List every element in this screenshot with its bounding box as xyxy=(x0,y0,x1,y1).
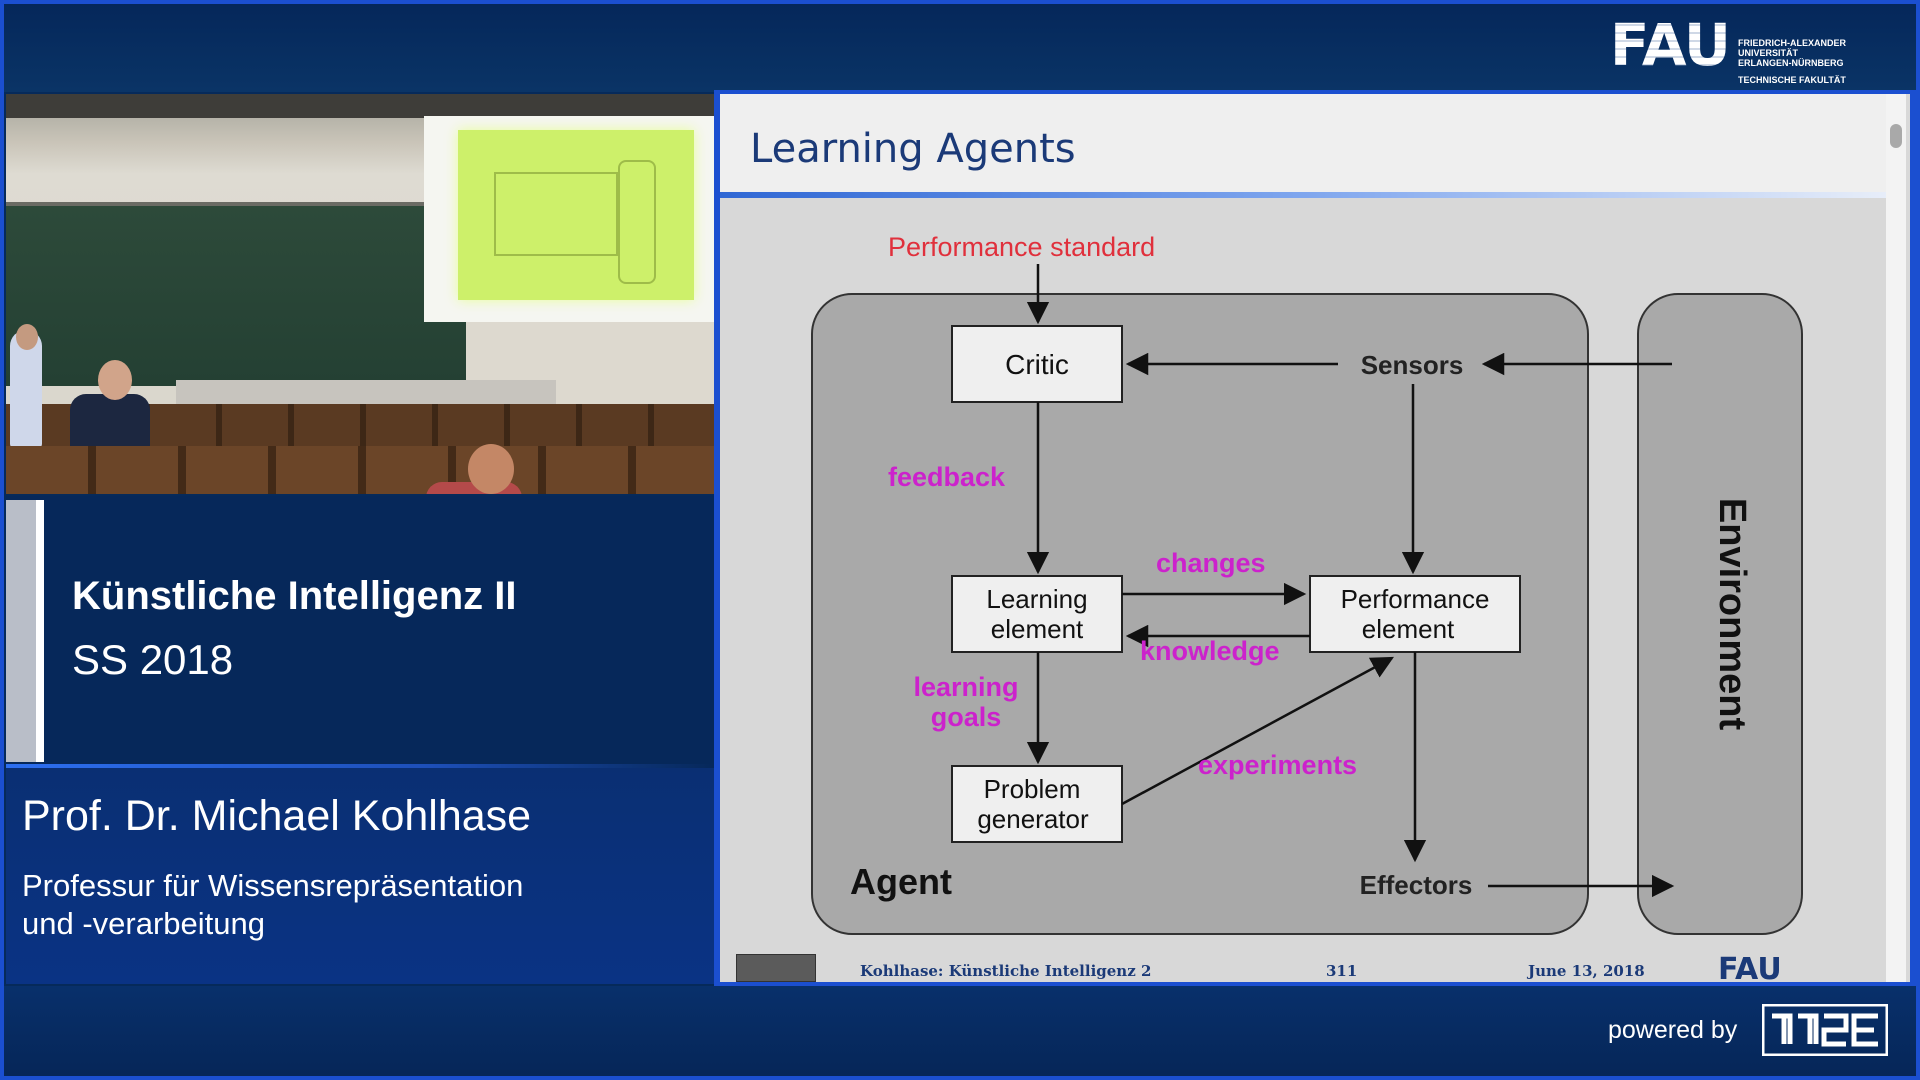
powered-by-label: powered by xyxy=(1608,1016,1738,1044)
info-accent-line xyxy=(36,500,44,762)
label-critic: Critic xyxy=(1005,349,1069,380)
environment-region xyxy=(1637,293,1803,935)
fau-logo-line2: UNIVERSITÄT xyxy=(1738,48,1799,58)
bottom-bar xyxy=(4,986,1916,1076)
slide-fau-logo: FAU xyxy=(1718,952,1782,982)
fau-logo-line3: ERLANGEN-NÜRNBERG xyxy=(1738,58,1844,68)
info-accent-bar xyxy=(6,500,36,762)
label-learning-goals-1: learning xyxy=(913,672,1018,702)
slide-footer-page: 311 xyxy=(1326,962,1358,980)
label-performance-standard: Performance standard xyxy=(888,232,1155,262)
top-bar: FAU FRIEDRICH-ALEXANDER UNIVERSITÄT ERLA… xyxy=(4,4,1916,92)
rrze-logo-icon xyxy=(1762,1004,1888,1056)
label-problem-generator-2: generator xyxy=(977,804,1089,834)
slide-scroll-thumb[interactable] xyxy=(1890,124,1902,148)
label-changes: changes xyxy=(1156,548,1266,578)
course-semester: SS 2018 xyxy=(72,636,234,683)
slide-footer-date: June 13, 2018 xyxy=(1528,962,1645,980)
camera-ceiling xyxy=(6,94,714,118)
slide-view[interactable]: Learning Agents Performance standard xyxy=(720,94,1910,982)
learning-agent-diagram: Performance standard Critic Sensors feed… xyxy=(811,232,1803,935)
slide-scrollbar[interactable] xyxy=(1886,94,1906,982)
label-experiments: experiments xyxy=(1198,750,1357,780)
learning-element-box xyxy=(951,575,1123,653)
camera-lecturer-head xyxy=(98,360,132,400)
label-agent: Agent xyxy=(850,861,952,902)
course-info-panel xyxy=(6,496,714,764)
camera-seats-front xyxy=(6,446,714,494)
speaker-chair-line1: Professur für Wissensrepräsentation xyxy=(22,868,524,903)
label-feedback: feedback xyxy=(888,462,1006,492)
label-effectors: Effectors xyxy=(1360,870,1473,900)
label-learning-element-1: Learning xyxy=(986,584,1087,614)
fau-logo-mark: FAU xyxy=(1609,11,1731,79)
info-divider xyxy=(6,764,714,768)
slide-header: Learning Agents xyxy=(720,94,1890,198)
cc-license-icon xyxy=(736,954,816,982)
label-learning-goals-2: goals xyxy=(931,702,1002,732)
fau-logo-line1: FRIEDRICH-ALEXANDER xyxy=(1738,38,1846,48)
label-knowledge: knowledge xyxy=(1140,636,1280,666)
speaker-name: Prof. Dr. Michael Kohlhase xyxy=(22,792,532,840)
slide-title: Learning Agents xyxy=(750,126,1076,172)
slide-footer-author: Kohlhase: Künstliche Intelligenz 2 xyxy=(860,962,1152,980)
arrow-experiments xyxy=(1121,656,1394,806)
lecture-camera-view[interactable] xyxy=(6,94,714,494)
label-problem-generator-1: Problem xyxy=(984,774,1081,804)
camera-projected-slide xyxy=(458,130,694,300)
fau-logo-text: FRIEDRICH-ALEXANDER UNIVERSITÄT ERLANGEN… xyxy=(1738,38,1846,85)
fau-logo: FAU FRIEDRICH-ALEXANDER UNIVERSITÄT ERLA… xyxy=(1609,11,1846,85)
label-sensors: Sensors xyxy=(1361,350,1464,380)
speaker-chair-line2: und -verarbeitung xyxy=(22,906,265,941)
performance-element-box xyxy=(1309,575,1521,653)
projected-agent-box xyxy=(494,172,618,256)
label-performance-element-2: element xyxy=(1362,614,1455,644)
projected-environment-box xyxy=(618,160,656,284)
camera-person-1-head xyxy=(16,324,38,350)
course-title: Künstliche Intelligenz II xyxy=(72,574,517,618)
camera-chalkboard xyxy=(6,202,466,386)
label-performance-element-1: Performance xyxy=(1341,584,1490,614)
slide-title-rule xyxy=(720,192,1890,198)
label-environment: Environment xyxy=(1711,498,1753,731)
camera-student-head xyxy=(468,444,514,494)
fau-faculty: TECHNISCHE FAKULTÄT xyxy=(1738,75,1846,85)
problem-generator-box xyxy=(951,765,1123,843)
speaker-panel xyxy=(6,768,714,984)
label-learning-element-2: element xyxy=(991,614,1084,644)
